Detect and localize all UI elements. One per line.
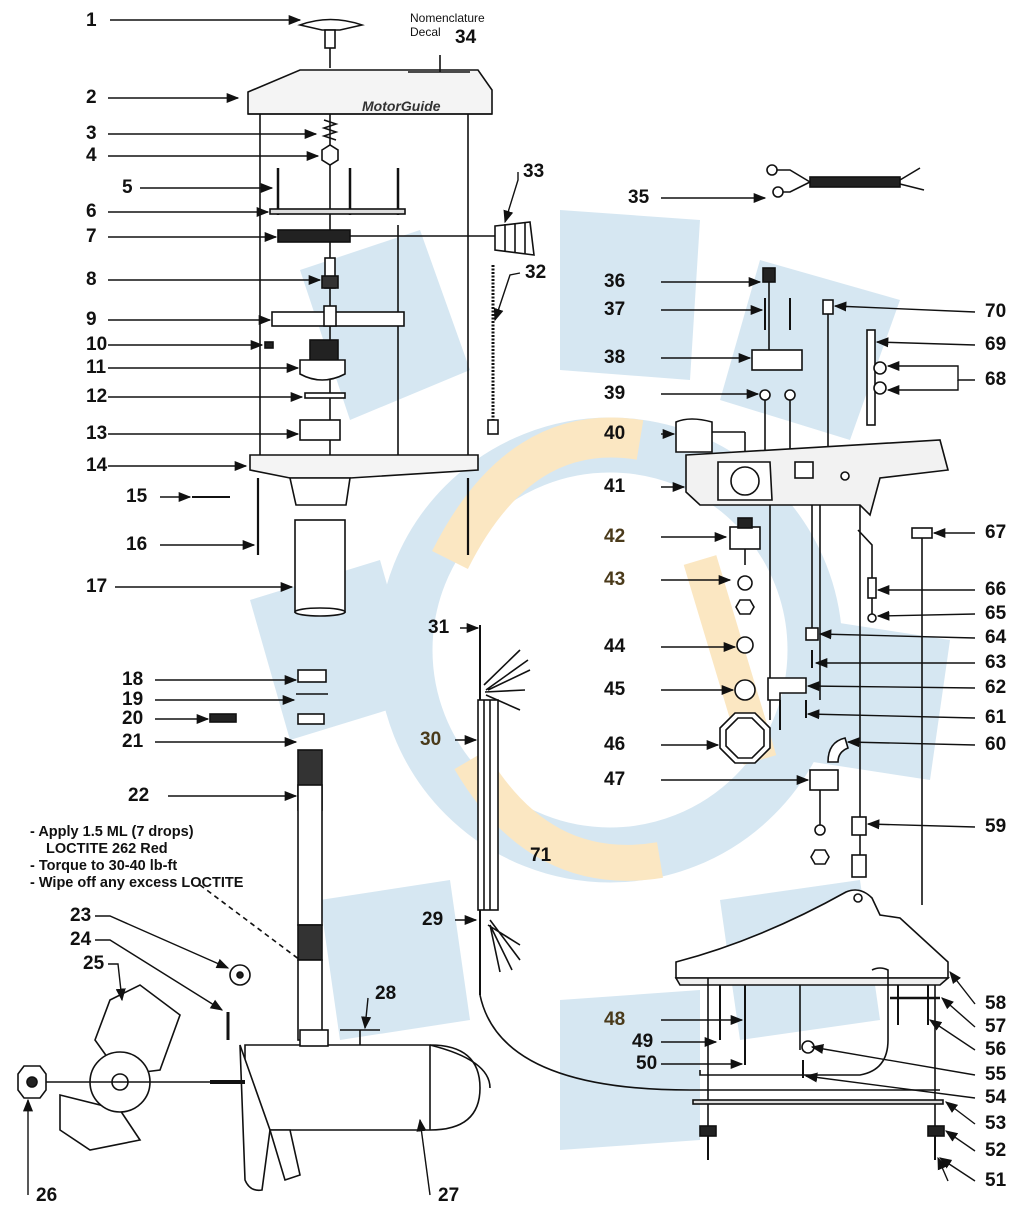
callout-11: 11 [86,357,107,378]
callout-68: 68 [985,369,1007,390]
callout-70: 70 [985,301,1007,322]
callout-40: 40 [604,423,626,444]
callout-37: 37 [604,299,626,320]
callout-7: 7 [86,226,97,247]
callout-60: 60 [985,734,1007,755]
callout-56: 56 [985,1039,1007,1060]
callout-49: 49 [632,1031,654,1052]
callout-67: 67 [985,522,1007,543]
callout-23: 23 [70,905,92,926]
callout-57: 57 [985,1016,1007,1037]
callout-54: 54 [985,1087,1007,1108]
callout-29: 29 [422,909,444,930]
callout-42: 42 [604,526,626,547]
loctite-note-line4: - Wipe off any excess LOCTITE [30,875,244,891]
callout-31: 31 [428,617,450,638]
callout-69: 69 [985,334,1007,355]
decal-label-line1: Nomenclature [410,11,485,25]
callout-62: 62 [985,677,1007,698]
callout-38: 38 [604,347,626,368]
callout-51: 51 [985,1170,1007,1191]
callout-21: 21 [122,731,144,752]
brand-logo-text: MotorGuide [362,98,441,114]
callout-58: 58 [985,993,1007,1014]
loctite-note-line2: LOCTITE 262 Red [46,841,168,857]
callout-53: 53 [985,1113,1007,1134]
callout-8: 8 [86,269,97,290]
callout-32: 32 [525,262,547,283]
callout-44: 44 [604,636,626,657]
callout-16: 16 [126,534,148,555]
decal-label-line2: Decal [410,25,441,39]
callout-41: 41 [604,476,626,497]
loctite-note-line3: - Torque to 30-40 lb-ft [30,858,178,874]
callout-4: 4 [86,145,97,166]
watermark-emblem [250,210,950,1150]
callout-46: 46 [604,734,626,755]
callout-36: 36 [604,271,626,292]
callout-50: 50 [636,1053,658,1074]
callout-25: 25 [83,953,105,974]
callout-26: 26 [36,1185,58,1206]
callout-59: 59 [985,816,1007,837]
callout-28: 28 [375,983,397,1004]
callout-1: 1 [86,10,97,31]
callout-43: 43 [604,569,626,590]
callout-27: 27 [438,1185,460,1206]
callout-6: 6 [86,201,97,222]
callout-39: 39 [604,383,626,404]
callout-18: 18 [122,669,144,690]
callout-63: 63 [985,652,1007,673]
callout-24: 24 [70,929,92,950]
callout-19: 19 [122,689,144,710]
callout-64: 64 [985,627,1007,648]
loctite-note-line1: - Apply 1.5 ML (7 drops) [30,824,194,840]
callout-12: 12 [86,386,108,407]
callout-45: 45 [604,679,626,700]
callout-2: 2 [86,87,97,108]
callout-47: 47 [604,769,626,790]
callout-52: 52 [985,1140,1007,1161]
callout-9: 9 [86,309,97,330]
callout-14: 14 [86,455,108,476]
callout-61: 61 [985,707,1007,728]
callout-33: 33 [523,161,545,182]
callout-15: 15 [126,486,148,507]
callout-13: 13 [86,423,108,444]
callout-22: 22 [128,785,150,806]
callout-65: 65 [985,603,1007,624]
callout-30: 30 [420,729,442,750]
callout-34: 34 [455,27,477,48]
callout-17: 17 [86,576,108,597]
callout-55: 55 [985,1064,1007,1085]
callout-3: 3 [86,123,97,144]
callout-35: 35 [628,187,650,208]
callout-5: 5 [122,177,133,198]
callout-71: 71 [530,845,552,866]
callout-10: 10 [86,334,108,355]
callout-20: 20 [122,708,144,729]
callout-48: 48 [604,1009,626,1030]
callout-66: 66 [985,579,1007,600]
